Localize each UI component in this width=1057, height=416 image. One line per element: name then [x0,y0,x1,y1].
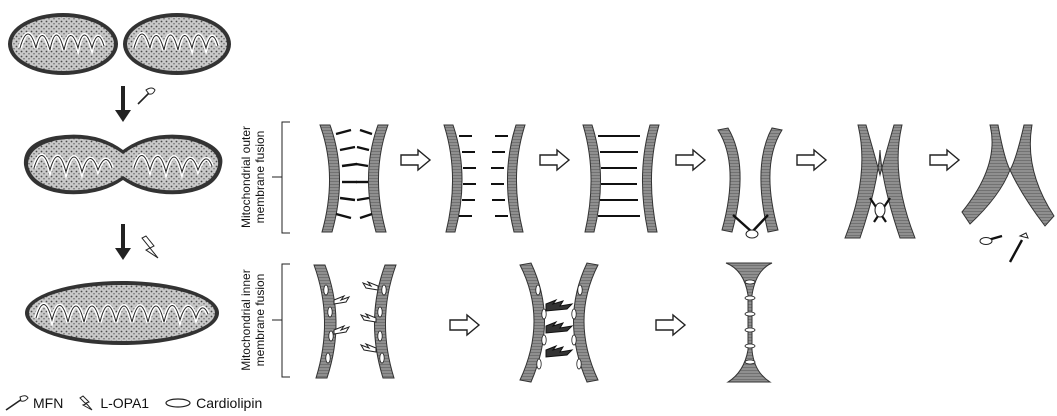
outer-step-1-membranes [320,125,388,232]
outer-step-4-membranes [718,128,782,238]
hollow-right-arrow-icon [656,315,685,335]
hollow-right-arrow-icon [676,150,705,170]
inner-step-3-membranes [726,263,772,382]
outer-row-label-line2: membrane fusion [253,131,267,224]
inner-step-2-membranes [520,263,598,382]
outer-row-label-line1: Mitochondrial outer [239,126,253,228]
legend-item-lopa1: L-OPA1 [77,395,149,411]
down-arrow-icon [115,224,131,260]
hollow-right-arrow-icon [540,150,569,170]
inner-step-1-membranes [314,265,396,378]
hollow-right-arrow-icon [797,150,826,170]
hollow-right-arrow-icon [401,150,430,170]
inner-row-bracket [272,264,290,377]
legend-label-mfn: MFN [33,395,63,411]
outer-row-bracket [272,122,290,233]
legend-label-cardiolipin: Cardiolipin [196,395,262,411]
mitochondrion-left-top [8,13,118,75]
legend-item-mfn: MFN [0,395,63,411]
outer-step-6-membranes [962,125,1054,262]
hollow-right-arrow-icon [450,315,479,335]
cardiolipin-icon [163,395,193,411]
legend-item-cardiolipin: Cardiolipin [163,395,262,411]
mitochondrion-right-top [123,13,231,75]
mitochondrion-fusing [24,135,223,195]
legend-label-lopa1: L-OPA1 [100,395,149,411]
lopa1-icon [77,395,97,411]
mfn-icon [138,88,155,104]
outer-step-2-membranes [444,125,525,232]
legend: MFN L-OPA1 Cardiolipin [0,392,276,414]
mitochondrion-fused [25,281,219,345]
down-arrow-icon [115,86,131,122]
mfn-icon [0,395,30,411]
hollow-right-arrow-icon [930,150,959,170]
outer-step-3-membranes [583,125,659,232]
outer-step-5-membranes [845,125,915,238]
lopa1-icon [142,236,158,258]
inner-row-label-line1: Mitochondrial inner [239,269,253,370]
inner-row-label-line2: membrane fusion [253,274,267,367]
